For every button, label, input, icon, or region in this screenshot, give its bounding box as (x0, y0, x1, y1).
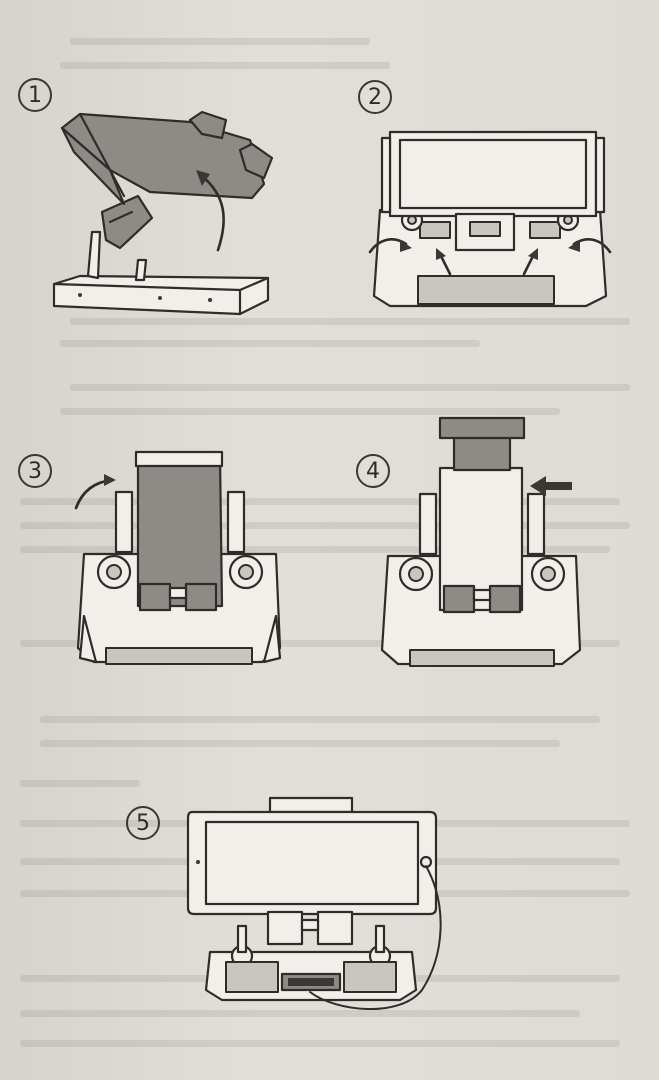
bleed-through-text (20, 1040, 620, 1047)
bleed-through-text (70, 38, 370, 45)
bleed-through-text (60, 62, 390, 69)
figure-step-3 (76, 450, 282, 665)
bleed-through-text (70, 318, 630, 325)
figure-step-5 (186, 796, 442, 1010)
bleed-through-text (20, 522, 630, 529)
step-number-3: 3 (18, 454, 52, 488)
step-number-label: 5 (136, 810, 150, 836)
arrow-push-left-icon (530, 476, 572, 496)
bleed-through-text (20, 546, 610, 553)
bleed-through-text (70, 384, 630, 391)
step-number-4: 4 (356, 454, 390, 488)
bleed-through-text (60, 340, 480, 347)
bleed-through-text (20, 1010, 580, 1017)
step-number-1: 1 (18, 78, 52, 112)
step-number-label: 2 (368, 84, 382, 110)
figure-step-1 (52, 110, 274, 316)
bleed-through-text (20, 780, 140, 787)
step-number-label: 1 (28, 82, 42, 108)
step-number-2: 2 (358, 80, 392, 114)
bleed-through-text (40, 716, 600, 723)
step-number-label: 4 (366, 458, 380, 484)
step-number-label: 3 (28, 458, 42, 484)
bleed-through-text (60, 408, 560, 415)
step-number-5: 5 (126, 806, 160, 840)
figure-step-4 (380, 416, 582, 667)
bleed-through-text (20, 640, 620, 647)
bleed-through-text (40, 740, 560, 747)
bleed-through-text (20, 498, 620, 505)
figure-step-2 (368, 130, 612, 308)
arrow-rotate-up-icon (74, 474, 116, 510)
